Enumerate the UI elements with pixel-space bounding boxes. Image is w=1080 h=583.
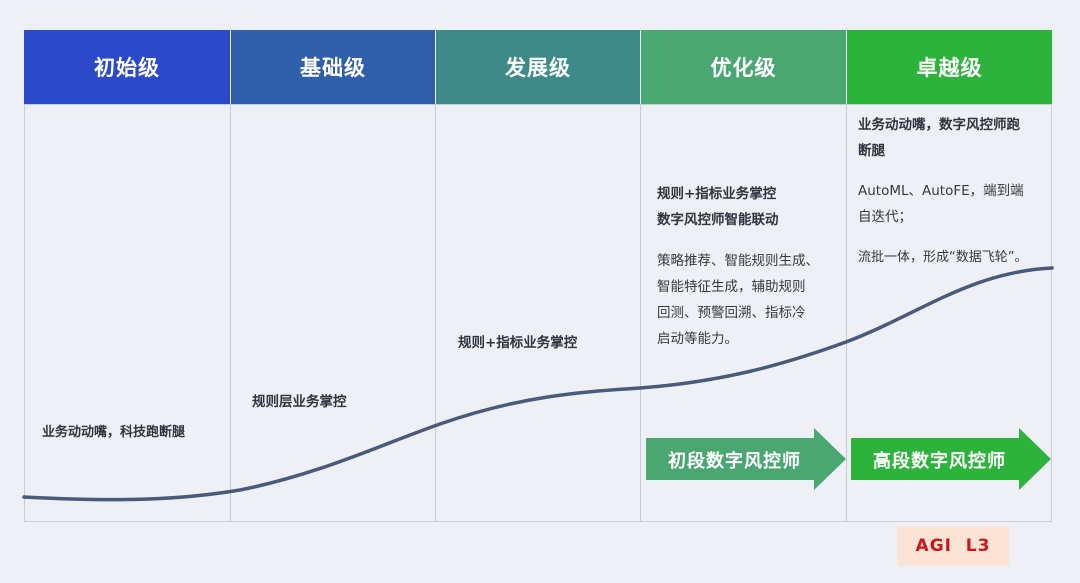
col3-text: 规则+指标业务掌控 [458, 335, 578, 351]
level-header-5: 卓越级 [847, 30, 1052, 104]
col5-desc1-line-2: 自迭代； [858, 209, 912, 225]
arrow-label-2: 高段数字风控师 [873, 451, 1006, 472]
column-divider-4 [846, 104, 847, 522]
header-divider [24, 104, 1052, 105]
level-title-1: 初始级 [94, 56, 160, 80]
column-divider-2 [435, 104, 436, 522]
agi-level-badge-text: AGI L3 [915, 536, 991, 556]
col5-heading-line-1: 业务动动嘴，数字风控师跑 [858, 117, 1020, 133]
arrow-shape-1 [646, 428, 846, 490]
col4-heading-1: 规则+指标业务掌控 [657, 186, 777, 202]
col2-text: 规则层业务掌控 [252, 394, 347, 410]
agi-level-badge: AGI L3 [897, 526, 1009, 566]
level-header-1: 初始级 [24, 30, 230, 104]
col5-heading-line-2: 断腿 [858, 143, 885, 159]
level-header-3: 发展级 [436, 30, 640, 104]
col5-desc2: 流批一体，形成“数据飞轮”。 [858, 250, 1028, 265]
col4-desc-line-2: 智能特征生成，辅助规则 [657, 279, 806, 295]
level-title-4: 优化级 [710, 56, 777, 80]
col4-desc-line-4: 启动等能力。 [657, 331, 738, 347]
column-divider-1 [230, 104, 231, 522]
col1-text: 业务动动嘴，科技跑断腿 [42, 425, 186, 440]
col4-heading-2: 数字风控师智能联动 [657, 212, 779, 228]
level-title-5: 卓越级 [916, 56, 983, 80]
maturity-curve [22, 266, 1054, 502]
arrow-shape-2 [851, 428, 1051, 490]
level-header-4: 优化级 [641, 30, 846, 104]
level-title-2: 基础级 [300, 56, 366, 80]
column-divider-3 [640, 104, 641, 522]
level-header-2: 基础级 [231, 30, 435, 104]
level-title-3: 发展级 [505, 56, 571, 80]
arrow-label-1: 初段数字风控师 [668, 451, 801, 472]
col5-desc1-line-1: AutoML、AutoFE，端到端 [858, 183, 1024, 199]
col4-desc-line-1: 策略推荐、智能规则生成、 [657, 253, 819, 269]
col4-desc-line-3: 回测、预警回溯、指标冷 [657, 305, 806, 321]
